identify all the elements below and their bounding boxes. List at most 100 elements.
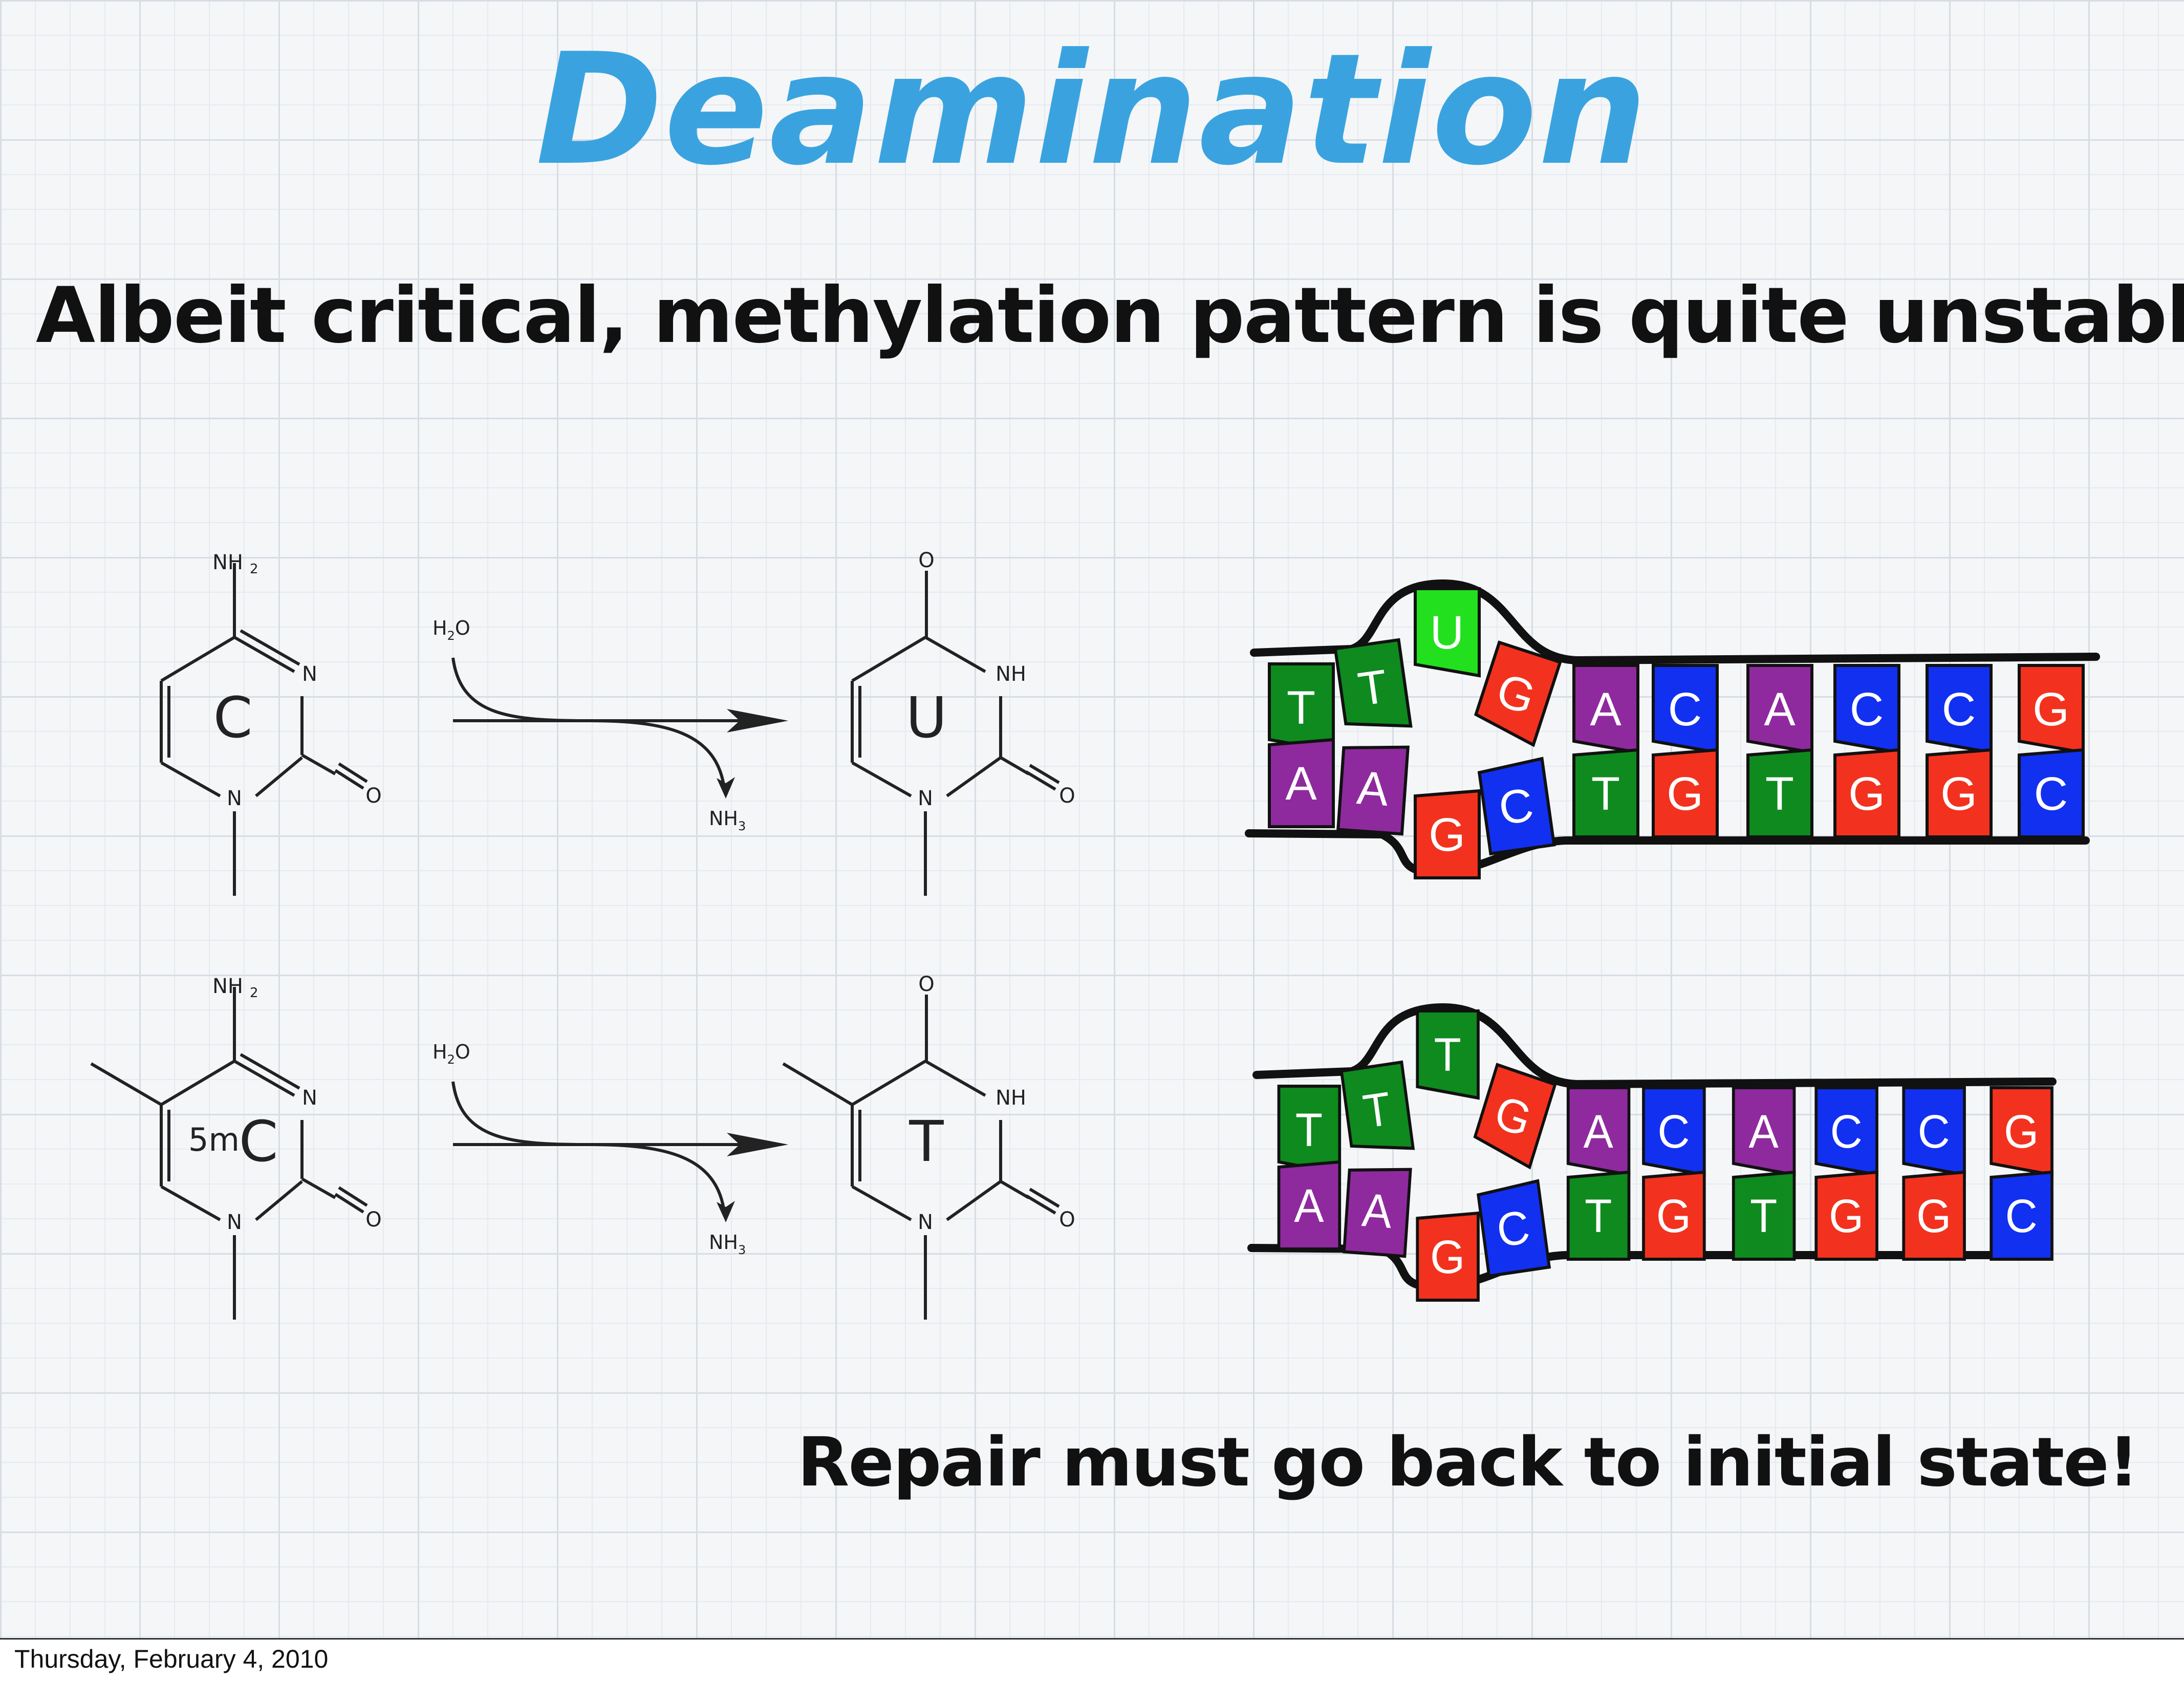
- o2-label: O: [365, 784, 381, 808]
- dna1-bottom-base-4: C: [1477, 757, 1556, 856]
- dna1-bottom-backbone: [1245, 829, 2090, 877]
- dna1-top-base-6: C: [1652, 664, 1719, 755]
- svg-text:G: G: [1656, 1190, 1691, 1243]
- n1-label: N: [918, 787, 933, 810]
- svg-text:T: T: [1585, 1190, 1612, 1243]
- dna1-top-backbone: [1250, 579, 2100, 665]
- dna1-bottom-base-10: C: [2018, 748, 2085, 838]
- o2-label: O: [1059, 784, 1075, 808]
- svg-text:T: T: [1750, 1190, 1777, 1243]
- dna1-top-base-7: A: [1746, 664, 1813, 755]
- n1-label: N: [918, 1211, 933, 1234]
- svg-text:T: T: [1434, 1029, 1461, 1082]
- svg-text:T: T: [1355, 660, 1391, 716]
- dna2-bottom-base-9: G: [1902, 1170, 1966, 1261]
- methylcytosine-structure: [90, 987, 368, 1320]
- nh-label: NH: [996, 1086, 1026, 1110]
- dna1-bottom-base-6: G: [1652, 748, 1719, 838]
- date-footer: Thursday, February 4, 2010: [14, 1645, 329, 1673]
- dna2-top-base-6: C: [1642, 1086, 1706, 1177]
- dna2-top-base-4: G: [1473, 1063, 1557, 1170]
- svg-text:A: A: [1590, 683, 1621, 736]
- o2-label: O: [1059, 1208, 1075, 1232]
- amine-label: NH: [212, 975, 243, 998]
- svg-text:A: A: [1355, 762, 1391, 816]
- dna1-top-base-1: T: [1268, 662, 1335, 753]
- n3-label: N: [302, 662, 317, 686]
- svg-text:C: C: [1850, 683, 1884, 736]
- svg-text:C: C: [1918, 1106, 1950, 1158]
- ring-letter: C: [213, 685, 253, 750]
- n1-label: N: [227, 787, 242, 810]
- ring-letter: U: [906, 685, 947, 750]
- dna1-bottom-base-1: A: [1268, 738, 1335, 828]
- svg-text:C: C: [2005, 1190, 2038, 1243]
- dna2-top-base-10: G: [1990, 1086, 2053, 1177]
- svg-text:C: C: [1942, 683, 1976, 736]
- svg-text:G: G: [1940, 768, 1977, 820]
- svg-text:G: G: [2004, 1106, 2039, 1158]
- ammonia-label: NH3: [709, 1231, 746, 1257]
- dna1-top-base-5: A: [1572, 664, 1639, 755]
- amine-subscript: 2: [250, 985, 258, 1001]
- dna1-bottom-base-9: G: [1926, 748, 1993, 838]
- dna2-bottom-base-3: G: [1416, 1211, 1480, 1302]
- dna1-bottom-base-5: T: [1572, 748, 1639, 838]
- dna2-top-base-2: T: [1339, 1060, 1415, 1150]
- reaction-2: NH 2 N N O 5m C H2O NH3: [90, 973, 1075, 1320]
- reaction-1: NH 2 N N O C H2O NH3: [160, 549, 1075, 896]
- n3-label: N: [302, 1086, 317, 1110]
- svg-text:G: G: [1848, 768, 1885, 820]
- dna1-top-base-3: U: [1414, 587, 1481, 678]
- svg-text:C: C: [2034, 768, 2068, 820]
- o2-label: O: [365, 1208, 381, 1232]
- carbonyl-label: O: [918, 973, 934, 996]
- methyl-prefix: 5m: [188, 1121, 240, 1158]
- dna2-bottom-base-4: C: [1476, 1179, 1551, 1278]
- slide: Deamination Albeit critical, methylation…: [0, 0, 2184, 1640]
- slide-title: Deamination: [535, 20, 1649, 199]
- dna2-top-base-7: A: [1732, 1086, 1796, 1177]
- dna1-top-base-10: G: [2018, 664, 2085, 755]
- svg-text:A: A: [1764, 683, 1796, 736]
- uracil-structure: [851, 571, 1060, 896]
- dna2-bottom-base-5: T: [1566, 1170, 1631, 1261]
- svg-text:A: A: [1285, 758, 1317, 810]
- svg-text:T: T: [1295, 1104, 1323, 1157]
- svg-text:A: A: [1360, 1184, 1394, 1239]
- n1-label: N: [227, 1211, 242, 1234]
- dna2-top-base-8: C: [1814, 1086, 1878, 1177]
- svg-text:G: G: [1829, 1190, 1864, 1243]
- svg-text:C: C: [1496, 779, 1537, 835]
- dna2-bottom-base-1: A: [1277, 1160, 1342, 1251]
- dna2-bottom-base-10: C: [1990, 1170, 2053, 1261]
- arrowhead-branch: [717, 1201, 735, 1222]
- water-label: H2O: [433, 617, 470, 643]
- arrowhead-branch: [717, 777, 735, 799]
- dna1-top-base-4: G: [1474, 640, 1562, 747]
- thymine-structure: [782, 995, 1060, 1320]
- reaction-diagrams: NH 2 N N O C H2O NH3: [90, 549, 2100, 1320]
- water-label: H2O: [433, 1041, 470, 1067]
- amine-subscript: 2: [250, 562, 258, 577]
- dna1-top-base-9: C: [1926, 664, 1993, 755]
- dna2-top-base-5: A: [1566, 1086, 1631, 1177]
- svg-text:C: C: [1668, 683, 1702, 736]
- dna1-top-base-8: C: [1833, 664, 1900, 755]
- amine-label: NH: [212, 551, 243, 574]
- arrowhead-main: [727, 709, 788, 732]
- dna1-bottom-base-2: A: [1336, 745, 1410, 836]
- ring-letter: T: [909, 1109, 944, 1174]
- svg-text:C: C: [1494, 1201, 1533, 1258]
- dna2-top-base-3: T: [1416, 1009, 1480, 1100]
- ring-letter: C: [239, 1109, 278, 1174]
- slide-subtitle: Albeit critical, methylation pattern is …: [36, 271, 2184, 360]
- svg-text:G: G: [1667, 768, 1703, 820]
- svg-text:G: G: [1916, 1190, 1951, 1243]
- svg-text:G: G: [2032, 683, 2069, 736]
- carbonyl-label: O: [918, 549, 934, 572]
- nh-label: NH: [996, 662, 1026, 686]
- svg-text:T: T: [1287, 682, 1315, 734]
- arrowhead-main: [727, 1133, 788, 1156]
